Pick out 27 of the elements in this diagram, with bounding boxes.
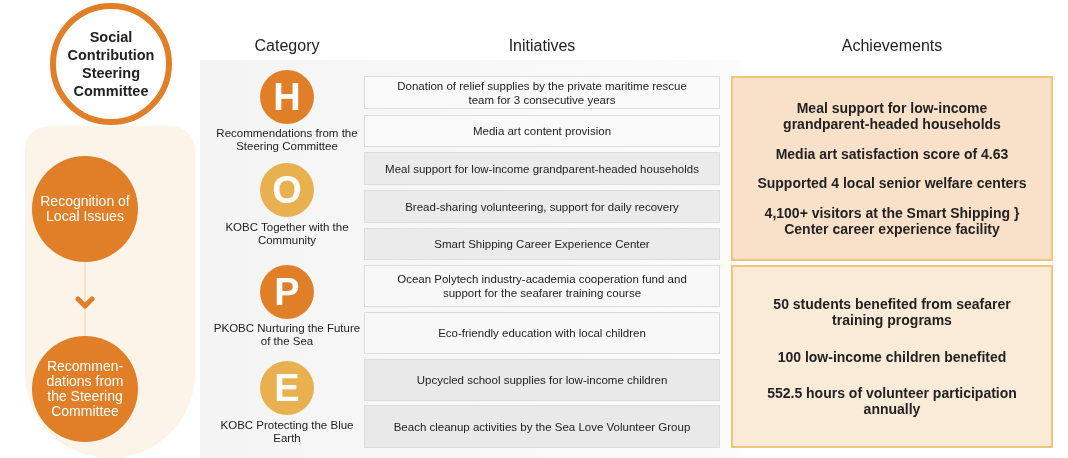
chevron-arrow — [75, 261, 95, 337]
achievement-box — [731, 265, 1053, 448]
node-text: 100 low-income children benefited — [776, 348, 1008, 365]
initiative-box: Eco-friendly education with local children — [364, 312, 720, 354]
initiative-box: Smart Shipping Career Experience Center — [364, 228, 720, 260]
background-band — [25, 126, 195, 458]
node-text: 552.5 hours of volunteer participation annually — [766, 385, 1018, 418]
initiative-box: Bread-sharing volunteering, support for daily recovery — [364, 190, 720, 223]
initiative-box: Ocean Polytech industry-academia cooperation fund and support for the seafarer training course — [364, 265, 720, 307]
node-text: Supported 4 local senior welfare centers — [756, 175, 1028, 192]
column-header: Category — [253, 36, 321, 56]
initiative-box: Media art content provision — [364, 115, 720, 147]
column-header: Initiatives — [507, 36, 577, 56]
node-text: 4,100+ visitors at the Smart Shipping } Center career experience facility — [763, 205, 1021, 238]
achievement-box — [731, 76, 1053, 261]
column-header: Achievements — [840, 36, 944, 56]
initiative-box: Meal support for low-income grandparent-headed households — [364, 152, 720, 185]
initiative-box: Beach cleanup activities by the Sea Love Volunteer Group — [364, 405, 720, 448]
initiative-box: Donation of relief supplies by the private maritime rescue team for 3 consecutive years — [364, 76, 720, 109]
category-label: PKOBC Nurturing the Future of the Sea — [212, 322, 362, 348]
node-text: Meal support for low-income grandparent-headed households — [782, 99, 1002, 132]
category-label: Recommendations from the Steering Committee — [215, 127, 359, 153]
node-text: 50 students benefited from seafarer training programs — [772, 295, 1012, 328]
node-text: Media art satisfaction score of 4.63 — [774, 145, 1010, 162]
category-label: KOBC Together with the Community — [224, 221, 350, 247]
initiative-box: Upcycled school supplies for low-income children — [364, 359, 720, 401]
category-label: KOBC Protecting the Blue Earth — [219, 419, 355, 445]
